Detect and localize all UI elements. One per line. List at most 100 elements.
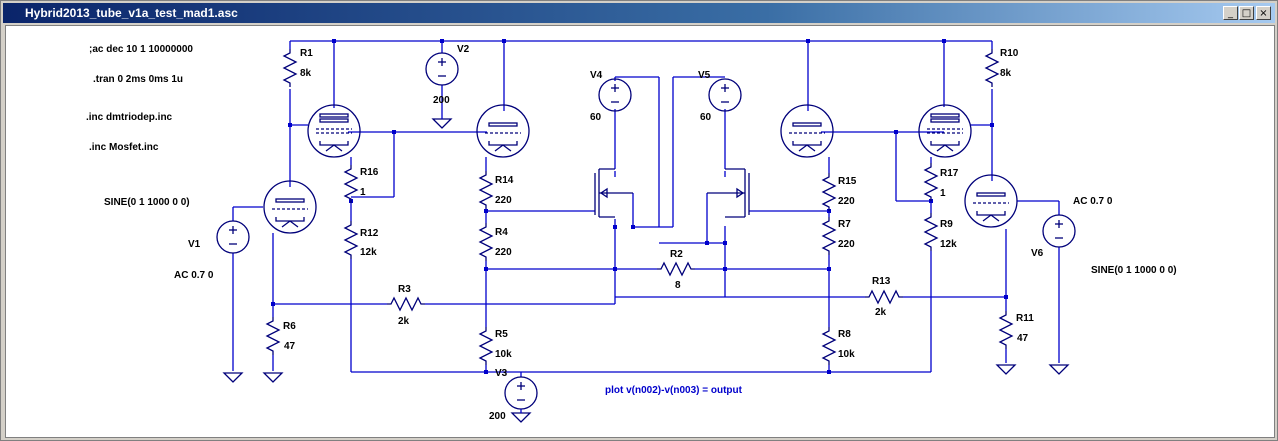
label-r9-name: R9 — [940, 219, 953, 230]
resistor-r6-icon[interactable] — [266, 316, 280, 356]
label-r1-name: R1 — [300, 48, 313, 59]
window-title: Hybrid2013_tube_v1a_test_mad1.asc — [25, 6, 238, 20]
label-v5-name: V5 — [698, 70, 711, 81]
voltage-source-v2-icon[interactable] — [425, 52, 459, 86]
label-v6-sine: SINE(0 1 1000 0 0) — [1091, 265, 1177, 276]
label-r9-value: 12k — [940, 239, 957, 250]
label-v4-name: V4 — [590, 70, 603, 81]
resistor-r8-icon[interactable] — [822, 326, 836, 366]
triode-tube-left-icon[interactable] — [476, 104, 530, 158]
resistor-r1-icon[interactable] — [283, 48, 297, 88]
label-r14-value: 220 — [495, 195, 512, 206]
label-v6-ac: AC 0.7 0 — [1073, 196, 1113, 207]
junction-dots — [271, 39, 1008, 374]
resistor-r16-icon[interactable] — [344, 164, 358, 204]
label-r11-name: R11 — [1016, 313, 1034, 324]
label-r15-value: 220 — [838, 196, 855, 207]
mosfet-right-icon[interactable] — [707, 168, 750, 218]
voltage-source-v5-icon[interactable] — [708, 78, 742, 112]
resistor-r17-icon[interactable] — [924, 162, 938, 202]
label-r3-name: R3 — [398, 284, 411, 295]
resistor-r5-icon[interactable] — [479, 326, 493, 366]
label-v1-sine: SINE(0 1 1000 0 0) — [104, 197, 190, 208]
label-r5-name: R5 — [495, 329, 508, 340]
include-directive-triode[interactable]: .inc dmtriodep.inc — [86, 112, 173, 123]
resistor-r13-icon[interactable] — [864, 290, 904, 304]
resistor-r11-icon[interactable] — [999, 310, 1013, 350]
wires — [232, 40, 1060, 377]
triode-tube-input-right-icon[interactable] — [964, 174, 1018, 228]
close-button[interactable]: × — [1256, 6, 1271, 20]
voltage-source-v1-icon[interactable] — [216, 220, 250, 254]
resistor-r3-icon[interactable] — [386, 297, 426, 311]
label-r6-name: R6 — [283, 321, 296, 332]
resistor-r9-icon[interactable] — [924, 212, 938, 252]
include-directive-mosfet[interactable]: .inc Mosfet.inc — [89, 142, 159, 153]
label-r7-name: R7 — [838, 219, 851, 230]
label-r5-value: 10k — [495, 349, 512, 360]
triode-tube-right-icon[interactable] — [780, 104, 834, 158]
label-v6-name: V6 — [1031, 248, 1044, 259]
label-r15-name: R15 — [838, 176, 857, 187]
resistor-r14-icon[interactable] — [479, 170, 493, 210]
label-r17-value: 1 — [940, 188, 946, 199]
ground-icon — [1049, 364, 1069, 375]
label-v3-value: 200 — [489, 411, 506, 422]
schematic-drawing[interactable]: ;ac dec 10 1 10000000 .tran 0 2ms 0ms 1u… — [5, 25, 1275, 438]
label-r4-name: R4 — [495, 227, 508, 238]
pentode-tube-right-icon[interactable] — [918, 104, 972, 158]
ground-icon — [263, 372, 283, 383]
minimize-button[interactable]: _ — [1223, 6, 1238, 20]
label-v2-value: 200 — [433, 95, 450, 106]
label-r1-value: 8k — [300, 68, 312, 79]
maximize-button[interactable]: □ — [1239, 6, 1254, 20]
label-r7-value: 220 — [838, 239, 855, 250]
label-r12-value: 12k — [360, 247, 377, 258]
label-r4-value: 220 — [495, 247, 512, 258]
label-r8-value: 10k — [838, 349, 855, 360]
ground-icon — [223, 372, 243, 383]
resistor-r2-icon[interactable] — [656, 262, 696, 276]
label-r16-value: 1 — [360, 187, 366, 198]
ac-directive[interactable]: ;ac dec 10 1 10000000 — [89, 44, 193, 55]
label-r12-name: R12 — [360, 228, 379, 239]
label-r10-value: 8k — [1000, 68, 1012, 79]
label-v5-value: 60 — [700, 112, 712, 123]
resistor-r7-icon[interactable] — [822, 216, 836, 256]
label-r3-value: 2k — [398, 316, 410, 327]
label-r10-name: R10 — [1000, 48, 1019, 59]
label-r13-name: R13 — [872, 276, 891, 287]
label-v3-name: V3 — [495, 368, 508, 379]
ground-icon — [996, 364, 1016, 375]
label-v1-ac: AC 0.7 0 — [174, 270, 214, 281]
voltage-source-v3-icon[interactable] — [504, 376, 538, 410]
tran-directive[interactable]: .tran 0 2ms 0ms 1u — [93, 74, 183, 85]
label-r2-value: 8 — [675, 280, 681, 291]
resistor-r4-icon[interactable] — [479, 222, 493, 262]
voltage-source-v4-icon[interactable] — [598, 78, 632, 112]
label-r8-name: R8 — [838, 329, 851, 340]
resistor-r10-icon[interactable] — [985, 48, 999, 88]
label-r14-name: R14 — [495, 175, 514, 186]
label-r6-value: 47 — [284, 341, 296, 352]
title-bar[interactable]: Hybrid2013_tube_v1a_test_mad1.asc _ □ × — [3, 3, 1275, 23]
resistor-r15-icon[interactable] — [822, 172, 836, 212]
mosfet-left-icon[interactable] — [594, 168, 633, 218]
schematic-canvas[interactable]: ;ac dec 10 1 10000000 .tran 0 2ms 0ms 1u… — [5, 25, 1275, 438]
label-r16-name: R16 — [360, 167, 379, 178]
label-r2-name: R2 — [670, 249, 683, 260]
triode-tube-input-left-icon[interactable] — [263, 180, 317, 234]
ground-icon — [432, 118, 452, 129]
resistor-r12-icon[interactable] — [344, 220, 358, 260]
pentode-tube-left-icon[interactable] — [307, 104, 361, 158]
label-r17-name: R17 — [940, 168, 959, 179]
voltage-source-v6-icon[interactable] — [1042, 214, 1076, 248]
label-v4-value: 60 — [590, 112, 602, 123]
plot-comment[interactable]: plot v(n002)-v(n003) = output — [605, 385, 743, 396]
label-r13-value: 2k — [875, 307, 887, 318]
label-r11-value: 47 — [1017, 333, 1029, 344]
ground-icon — [511, 412, 531, 423]
label-v2-name: V2 — [457, 44, 470, 55]
label-v1-name: V1 — [188, 239, 201, 250]
